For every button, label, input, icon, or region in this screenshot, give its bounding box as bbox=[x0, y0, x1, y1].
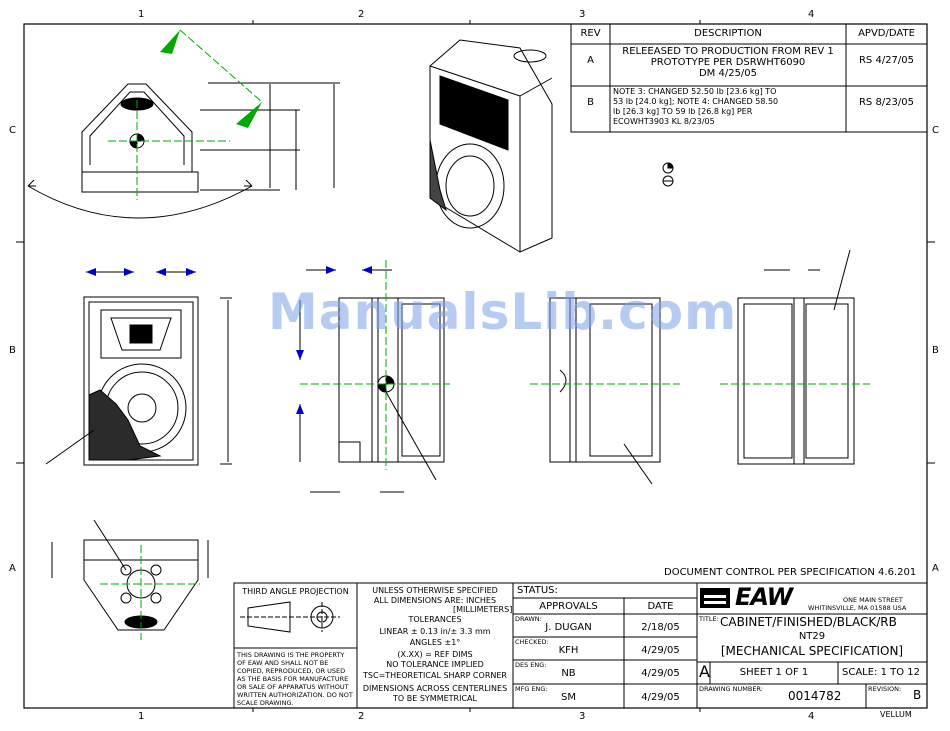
notice-line-7: SCALE DRAWING. bbox=[237, 699, 294, 707]
zone-bottom-1: 1 bbox=[138, 711, 145, 722]
drawn-role: DRAWN: bbox=[515, 615, 542, 623]
tol-line-10: DIMENSIONS ACROSS CENTERLINES bbox=[362, 684, 508, 693]
title-line-3: [MECHANICAL SPECIFICATION] bbox=[720, 644, 904, 658]
title-block-grid bbox=[233, 582, 928, 709]
tol-line-2: ALL DIMENSIONS ARE: INCHES bbox=[373, 596, 497, 605]
title-line-1: CABINET/FINISHED/BLACK/RB bbox=[720, 615, 897, 629]
tol-line-3: [MILLIMETERS] bbox=[453, 605, 513, 614]
tol-line-8: NO TOLERANCE IMPLIED bbox=[386, 660, 484, 669]
notice-line-6: WRITTEN AUTHORIZATION. DO NOT bbox=[237, 691, 353, 699]
company-address-2: WHITINSVILLE, MA 01588 USA bbox=[808, 604, 907, 612]
date-header: DATE bbox=[647, 601, 674, 612]
mfg-eng-role: MFG ENG: bbox=[515, 685, 548, 693]
zone-left-a: A bbox=[9, 563, 16, 574]
tol-line-1: UNLESS OTHERWISE SPECIFIED bbox=[372, 586, 498, 595]
document-control: DOCUMENT CONTROL PER SPECIFICATION 4.6.2… bbox=[664, 567, 917, 578]
zone-top-3: 3 bbox=[579, 9, 586, 20]
projection-title: THIRD ANGLE PROJECTION bbox=[242, 587, 349, 596]
zone-top-4: 4 bbox=[808, 9, 815, 20]
watermark: ManualsLib.com bbox=[268, 283, 738, 341]
title-label: TITLE: bbox=[699, 615, 719, 623]
notice-line-3: COPIED, REPRODUCED, OR USED bbox=[237, 667, 346, 675]
zone-bottom-3: 3 bbox=[579, 711, 586, 722]
rev-b-desc-3: lb [26.3 kg] TO 59 lb [26.8 kg] PER bbox=[613, 107, 753, 116]
approvals-header: APPROVALS bbox=[539, 601, 598, 612]
drawn-date: 2/18/05 bbox=[641, 622, 680, 633]
front-view bbox=[45, 271, 232, 466]
tol-line-9: TSC=THEORETICAL SHARP CORNER bbox=[363, 671, 507, 680]
tol-line-4: TOLERANCES bbox=[408, 615, 462, 624]
notice-line-4: AS THE BASIS FOR MANUFACTURE bbox=[237, 675, 349, 683]
side-centerlines bbox=[300, 260, 870, 470]
status-label: STATUS: bbox=[517, 585, 558, 596]
zone-left-c: C bbox=[9, 125, 16, 136]
rev-b-desc-4: ECOWHT3903 KL 8/23/05 bbox=[613, 117, 715, 126]
mfg-eng-date: 4/29/05 bbox=[641, 692, 680, 703]
rev-b-desc-1: NOTE 3: CHANGED 52.50 lb [23.6 kg] TO bbox=[613, 87, 777, 96]
company-address-1: ONE MAIN STREET bbox=[843, 596, 903, 604]
revision-symbols bbox=[662, 162, 674, 187]
top-view-centerlines bbox=[108, 29, 263, 200]
rev-a-desc-1: RELEEASED TO PRODUCTION FROM REV 1 bbox=[622, 46, 834, 57]
side-view-left-arrows bbox=[296, 266, 372, 414]
rev-b-apvd: RS 8/23/05 bbox=[858, 97, 915, 108]
third-angle-symbol bbox=[240, 601, 340, 633]
revision-letter: B bbox=[913, 688, 922, 702]
drawing-scale: SCALE: 1 TO 12 bbox=[842, 667, 921, 678]
sheet-number: SHEET 1 OF 1 bbox=[739, 667, 809, 678]
rev-a-desc-2: PROTOTYPE PER DSRWHT6090 bbox=[650, 57, 806, 68]
rev-a-desc-3: DM 4/25/05 bbox=[698, 68, 758, 79]
top-view bbox=[27, 82, 340, 219]
des-eng-date: 4/29/05 bbox=[641, 668, 680, 679]
zone-right-b: B bbox=[932, 345, 939, 356]
des-eng-name: NB bbox=[561, 668, 576, 679]
zone-top-2: 2 bbox=[358, 9, 365, 20]
zone-left-b: B bbox=[9, 345, 16, 356]
rev-a-apvd: RS 4/27/05 bbox=[858, 55, 915, 66]
bottom-centerlines bbox=[100, 545, 200, 640]
zone-right-c: C bbox=[932, 125, 939, 136]
revision-table-grid bbox=[570, 23, 928, 133]
mfg-eng-name: SM bbox=[561, 692, 576, 703]
eaw-logo-mark bbox=[700, 588, 730, 608]
rev-header-apvd: APVD/DATE bbox=[858, 28, 915, 39]
rev-header-description: DESCRIPTION bbox=[694, 28, 762, 39]
notice-line-5: OR SALE OF APPARATUS WITHOUT bbox=[237, 683, 349, 691]
tol-line-5: LINEAR ± 0.13 in/± 3.3 mm bbox=[379, 627, 491, 636]
revision-label: REVISION: bbox=[868, 685, 902, 693]
zone-right-a: A bbox=[932, 563, 939, 574]
des-eng-role: DES ENG: bbox=[515, 661, 547, 669]
drawing-number-label: DRAWING NUMBER: bbox=[699, 685, 763, 693]
zone-bottom-2: 2 bbox=[358, 711, 365, 722]
checked-date: 4/29/05 bbox=[641, 645, 680, 656]
rear-view bbox=[737, 249, 855, 465]
drawn-name: J. DUGAN bbox=[545, 622, 592, 633]
tol-line-11: TO BE SYMMETRICAL bbox=[393, 694, 477, 703]
drawing-number: 0014782 bbox=[788, 689, 842, 703]
zone-bottom-4: 4 bbox=[808, 711, 815, 722]
tol-line-7: (X.XX) = REF DIMS bbox=[397, 650, 473, 659]
notice-line-1: THIS DRAWING IS THE PROPERTY bbox=[237, 651, 345, 659]
zone-top-1: 1 bbox=[138, 9, 145, 20]
side-view-right bbox=[549, 297, 661, 485]
top-view-arrows bbox=[160, 30, 262, 128]
media-label: VELLUM bbox=[880, 710, 912, 719]
front-view-arrows bbox=[86, 268, 196, 276]
isometric-view bbox=[429, 39, 553, 253]
rev-b-desc-2: 53 lb [24.0 kg]; NOTE 4: CHANGED 58.50 bbox=[613, 97, 779, 106]
bottom-view bbox=[51, 519, 209, 631]
rev-a-rev: A bbox=[587, 55, 594, 66]
title-line-2: NT29 bbox=[798, 631, 826, 642]
drawing-size: A bbox=[699, 662, 710, 681]
tol-line-6: ANGLES ±1° bbox=[409, 638, 461, 647]
rev-b-rev: B bbox=[587, 97, 594, 108]
notice-line-2: OF EAW AND SHALL NOT BE bbox=[237, 659, 329, 667]
checked-role: CHECKED: bbox=[515, 638, 549, 646]
company-logo: EAW bbox=[735, 583, 793, 611]
rev-header-rev: REV bbox=[580, 28, 601, 39]
checked-name: KFH bbox=[558, 645, 579, 656]
